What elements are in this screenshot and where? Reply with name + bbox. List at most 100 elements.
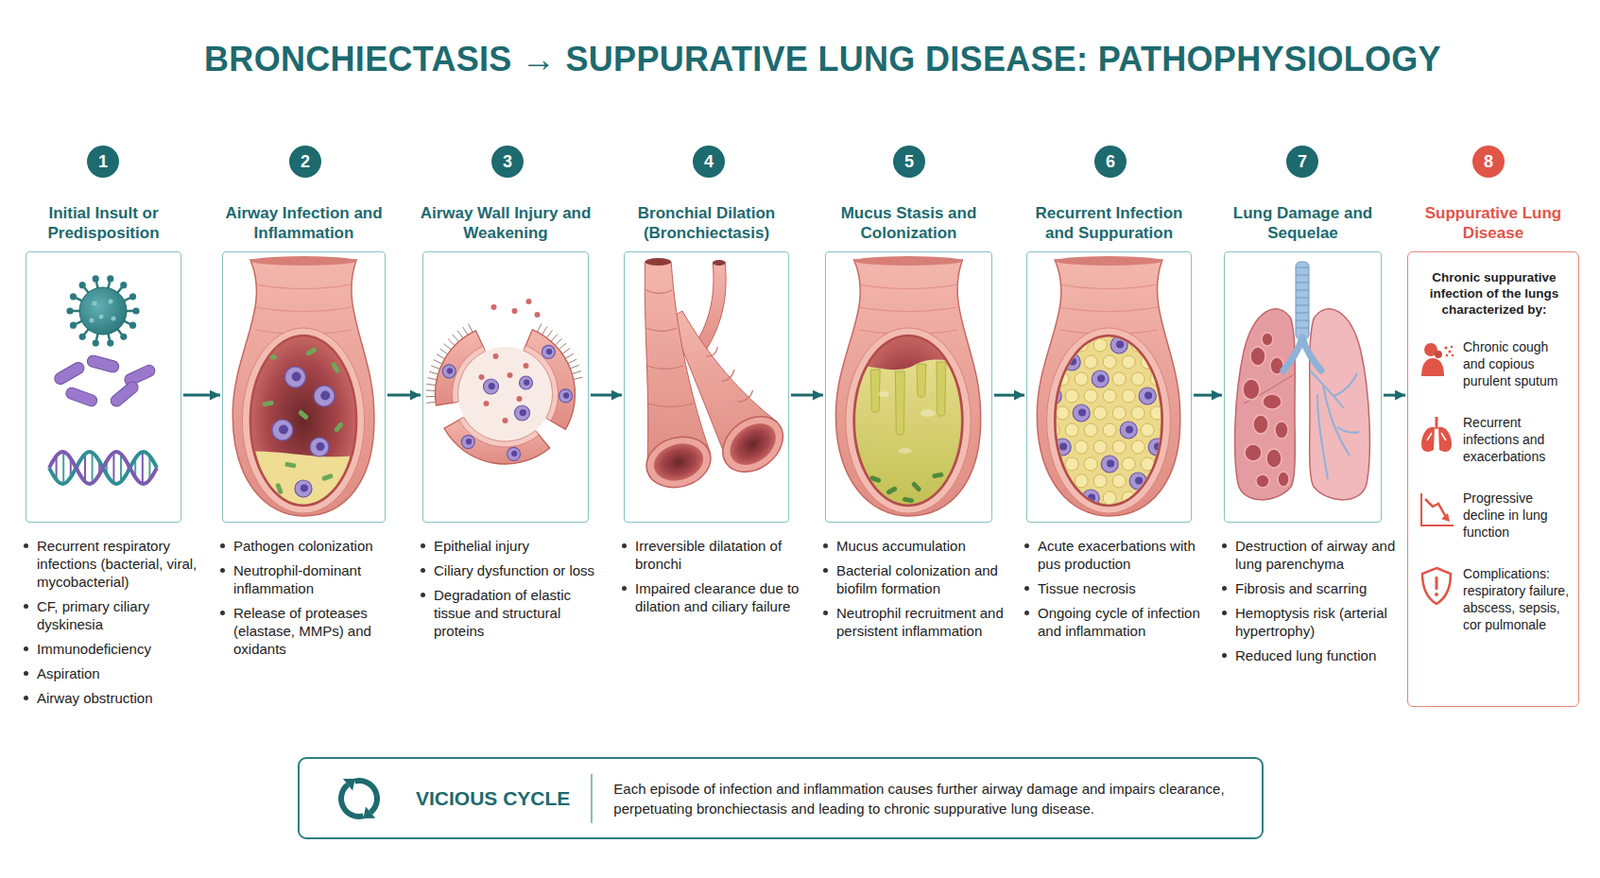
graphic-part xyxy=(1046,423,1060,437)
graphic-part xyxy=(1034,472,1052,490)
graphic-part xyxy=(1138,387,1156,405)
bullet-dot xyxy=(420,567,426,573)
graphic-part xyxy=(1421,343,1454,377)
graphic-part xyxy=(1102,491,1117,505)
graphic-part xyxy=(1422,567,1451,604)
feature-text: Complications: respiratory failure, absc… xyxy=(1462,565,1571,634)
graphic-part xyxy=(426,401,436,403)
graphic-part xyxy=(563,392,569,398)
bullet-row: Degradation of elastic tissue and struct… xyxy=(420,585,612,640)
bullet-dot xyxy=(823,567,828,573)
graphic-part xyxy=(1059,443,1067,451)
graphic-part xyxy=(936,361,947,416)
graphic-part xyxy=(442,364,456,379)
graphic-part xyxy=(558,389,572,403)
graphic-part xyxy=(1083,389,1098,403)
graphic-part xyxy=(1112,372,1126,386)
graphic-part xyxy=(1036,372,1050,386)
graphic-part xyxy=(1295,297,1309,299)
graphic-part xyxy=(1332,373,1358,396)
feature-row: Chronic cough and copious purulent sputu… xyxy=(1417,338,1571,390)
bullet-dot xyxy=(420,543,426,549)
graphic-part xyxy=(1337,427,1360,433)
heading-wrap: Mucus Stasis and Colonization xyxy=(818,203,999,244)
graphic-part xyxy=(343,777,356,791)
graphic-part xyxy=(1046,355,1060,369)
graphic-part xyxy=(1112,440,1126,454)
graphic-part xyxy=(558,343,567,349)
graphic-part xyxy=(1112,474,1126,488)
bullet-text: Neutrophil recruitment and persistent in… xyxy=(836,603,1016,640)
graphic-part xyxy=(1121,491,1136,505)
step-circle: 8 xyxy=(1472,145,1505,178)
graphic-part xyxy=(1121,355,1136,369)
graphic-part xyxy=(272,419,293,441)
graphic-part xyxy=(436,354,446,360)
heading-wrap: Bronchial Dilation (Bronchiectasis) xyxy=(617,203,796,244)
graphic-part xyxy=(1148,438,1166,456)
graphic-part xyxy=(106,275,114,282)
graphic-part xyxy=(640,430,717,495)
graphic-part xyxy=(1421,358,1445,377)
graphic-part xyxy=(79,287,127,335)
step-panel: Recurrent Infection and SuppurationAcute… xyxy=(1026,251,1192,523)
graphic-part xyxy=(278,425,289,435)
graphic-part xyxy=(1295,305,1309,307)
cycle-box: VICIOUS CYCLEEach episode of infection a… xyxy=(297,756,1264,840)
graphic-part xyxy=(640,430,717,495)
graphic-part xyxy=(1172,409,1181,417)
graphic-part xyxy=(1176,489,1190,507)
graphic-part xyxy=(1059,307,1157,312)
graphic-part xyxy=(1235,261,1371,500)
graphic-part xyxy=(825,359,991,521)
graphic-part xyxy=(523,379,530,386)
bullet-list: Destruction of airway and lung parenchym… xyxy=(1221,536,1405,671)
step-heading: Lung Damage and Sequelae xyxy=(1217,203,1389,244)
graphic-part xyxy=(523,362,530,369)
graphic-part xyxy=(111,316,117,322)
bullet-text: Neutrophil-dominant inflammation xyxy=(233,561,409,598)
step-heading: Initial Insult or Predisposition xyxy=(18,203,189,244)
graphic-part xyxy=(106,340,114,347)
bullet-text: Irreversible dilatation of bronchi xyxy=(635,536,812,573)
graphic-part xyxy=(640,258,788,495)
graphic-part xyxy=(120,453,122,482)
step-number: 7 xyxy=(1297,153,1308,171)
graphic-part xyxy=(1125,426,1134,434)
bullet-text: Ongoing cycle of infection and inflammat… xyxy=(1037,603,1215,640)
graphic-part xyxy=(507,372,514,379)
graphic-part xyxy=(1055,338,1069,352)
graphic-part xyxy=(1101,455,1119,473)
graphic-part xyxy=(1102,355,1117,369)
bullet-row: Immunodeficiency xyxy=(23,639,205,658)
graphic-part xyxy=(1055,372,1069,386)
graphic-part xyxy=(931,471,945,479)
graphic-part xyxy=(1169,440,1183,454)
graphic-part xyxy=(902,496,915,503)
cycle-divider xyxy=(590,774,593,824)
graphic-part xyxy=(550,334,558,343)
graphic-part xyxy=(1295,312,1309,314)
graphic-part xyxy=(62,451,65,484)
step-heading: Bronchial Dilation (Bronchiectasis) xyxy=(617,203,796,244)
bullet-dot xyxy=(621,585,627,591)
graphic-part xyxy=(1112,406,1126,420)
bullet-text: Epithelial injury xyxy=(433,536,530,555)
graphic-part xyxy=(1159,457,1173,471)
bullet-row: Fibrosis and scarring xyxy=(1221,579,1405,598)
graphic-part xyxy=(648,403,694,408)
graphic-part xyxy=(435,330,485,406)
graphic-part xyxy=(1422,567,1451,604)
graphic-part xyxy=(427,378,437,380)
graphic-part xyxy=(1157,353,1175,371)
graphic-part xyxy=(300,484,309,493)
graphic-part xyxy=(1295,320,1309,322)
step-number: 5 xyxy=(904,153,914,171)
graphic-part xyxy=(1427,432,1446,441)
title-bar: BRONCHIECTASIS → SUPPURATIVE LUNG DISEAS… xyxy=(0,39,1600,80)
graphic-part xyxy=(120,281,127,289)
graphic-part xyxy=(1083,355,1098,369)
graphic-part xyxy=(547,329,553,338)
graphic-part xyxy=(1027,256,1190,521)
graphic-part xyxy=(265,352,278,362)
